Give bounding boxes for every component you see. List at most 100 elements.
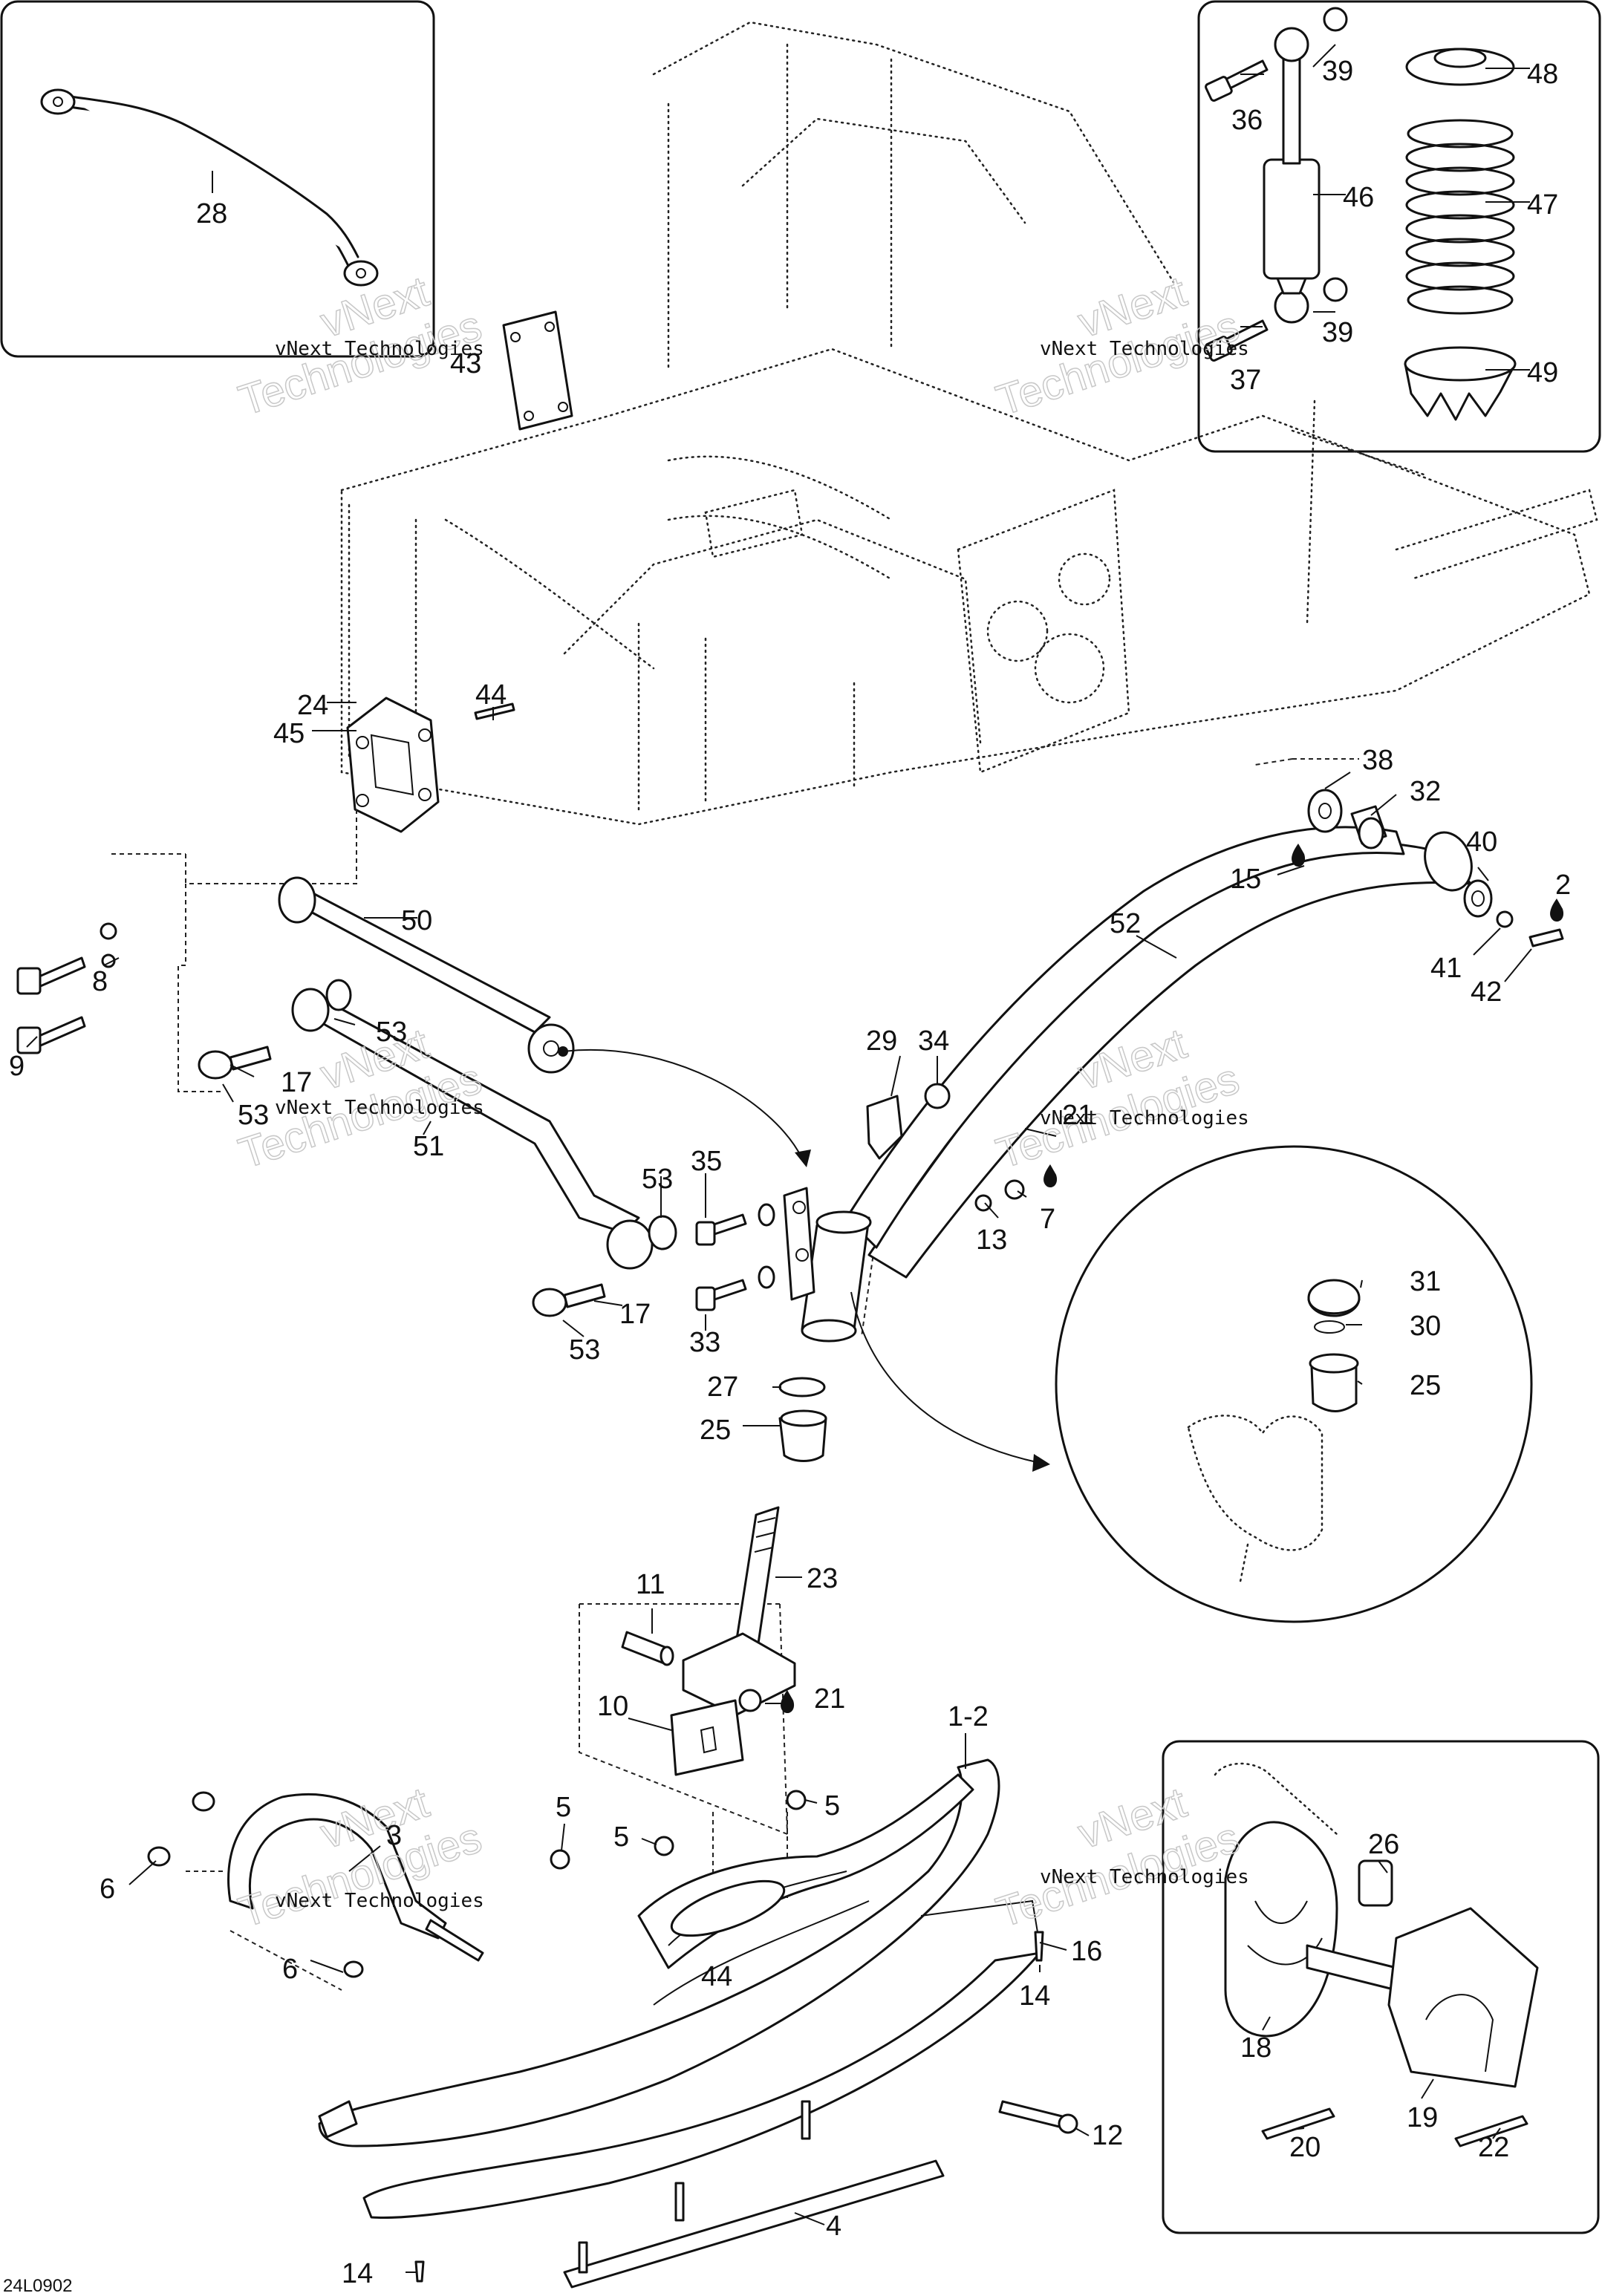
callout-17b: 17 <box>619 1299 651 1330</box>
callout-labels: 28 43 39 36 48 46 47 39 37 49 24 44 45 3… <box>9 56 1571 2289</box>
a-arm-52 <box>783 826 1473 1343</box>
callout-39: 39 <box>1322 56 1353 87</box>
pin-11-block-10 <box>621 1631 744 1776</box>
bushings-53 <box>198 1046 677 1317</box>
connection-arrows <box>558 1046 1050 1472</box>
chassis-frame <box>340 21 1598 826</box>
inset-ski-leg-detail <box>1055 1145 1533 1623</box>
svg-text:vNext Technologies: vNext Technologies <box>1040 1107 1249 1129</box>
bracket-24 <box>346 697 440 833</box>
callout-52: 52 <box>1110 908 1141 939</box>
callout-1-2: 1-2 <box>948 1701 989 1732</box>
svg-text:vNext Technologies: vNext Technologies <box>275 338 484 360</box>
bolts-left <box>16 922 117 1054</box>
assembly-lines <box>111 758 1359 1991</box>
ski-1-2 <box>318 1758 1000 2147</box>
callout-49: 49 <box>1527 357 1558 388</box>
inset-rod-28 <box>0 0 435 358</box>
callout-13: 13 <box>976 1224 1007 1256</box>
svg-text:vNext Technologies: vNext Technologies <box>275 1097 484 1119</box>
callout-29: 29 <box>866 1025 897 1057</box>
spindle-23 <box>682 1377 827 1717</box>
wear-bar-4 <box>563 2100 945 2289</box>
callout-25a: 25 <box>700 1415 731 1446</box>
inset-shock-absorber <box>1197 0 1601 453</box>
callout-45: 45 <box>273 718 305 749</box>
svg-text:vNext Technologies: vNext Technologies <box>275 1890 484 1912</box>
callout-8: 8 <box>92 966 108 997</box>
callout-21a: 21 <box>1062 1100 1093 1131</box>
svg-text:vNext Technologies: vNext Technologies <box>1040 338 1249 360</box>
callout-21b: 21 <box>814 1683 845 1715</box>
callout-28: 28 <box>196 198 227 229</box>
leader-lines <box>26 44 1532 2273</box>
callout-5c: 5 <box>613 1822 629 1853</box>
callout-53c: 53 <box>642 1164 673 1195</box>
callout-27: 27 <box>707 1372 738 1403</box>
callout-14a: 14 <box>1019 1980 1050 2012</box>
callout-44b: 44 <box>701 1961 732 1992</box>
callout-51: 51 <box>413 1131 444 1162</box>
callout-32: 32 <box>1410 776 1441 807</box>
callout-53b: 53 <box>238 1100 269 1131</box>
callout-18: 18 <box>1240 2032 1271 2064</box>
callout-22: 22 <box>1478 2132 1509 2163</box>
callout-42: 42 <box>1471 976 1502 1008</box>
callout-6a: 6 <box>100 1873 115 1905</box>
callout-31: 31 <box>1410 1266 1441 1297</box>
callout-41: 41 <box>1430 953 1462 984</box>
bracket-29 <box>866 1083 951 1160</box>
callout-10: 10 <box>597 1691 628 1722</box>
callout-20: 20 <box>1289 2132 1321 2163</box>
callout-7: 7 <box>1040 1204 1055 1235</box>
callout-19: 19 <box>1407 2102 1438 2133</box>
callout-39b: 39 <box>1322 317 1353 348</box>
callout-44: 44 <box>475 679 507 711</box>
callout-43: 43 <box>450 348 481 379</box>
callout-25b: 25 <box>1410 1370 1441 1401</box>
callout-15: 15 <box>1230 864 1261 895</box>
callout-16: 16 <box>1071 1936 1102 1967</box>
callout-53a: 53 <box>376 1017 407 1048</box>
callout-50: 50 <box>401 905 432 936</box>
callout-17a: 17 <box>281 1067 312 1098</box>
grease-drop-icon <box>781 844 1564 1714</box>
inset-bracket-detail <box>1162 1740 1600 2234</box>
callout-30: 30 <box>1410 1311 1441 1342</box>
callout-11: 11 <box>636 1569 665 1600</box>
callout-47: 47 <box>1527 189 1558 221</box>
callout-35: 35 <box>691 1146 722 1177</box>
callout-6b: 6 <box>282 1954 298 1985</box>
bushings-upper <box>1307 789 1564 948</box>
document-id: 24L0902 <box>3 2276 72 2296</box>
callout-48: 48 <box>1527 59 1558 90</box>
callout-12: 12 <box>1092 2120 1123 2151</box>
callout-26: 26 <box>1368 1829 1399 1860</box>
callout-5a: 5 <box>824 1790 840 1822</box>
callout-34: 34 <box>918 1025 949 1057</box>
bolt-44 <box>474 702 515 720</box>
callout-53d: 53 <box>569 1334 600 1366</box>
callout-33: 33 <box>689 1327 720 1358</box>
radius-rod-50 <box>278 876 575 1074</box>
callout-14b: 14 <box>342 2258 373 2289</box>
svg-text:vNext Technologies: vNext Technologies <box>1040 1866 1249 1888</box>
plate-43 <box>502 310 573 431</box>
callout-9: 9 <box>9 1051 25 1082</box>
callout-23: 23 <box>807 1563 838 1594</box>
callout-3: 3 <box>386 1820 402 1851</box>
hardware-lower <box>414 1790 1078 2283</box>
callout-37: 37 <box>1230 365 1261 396</box>
radius-rod-51 <box>291 979 654 1270</box>
handle-3 <box>147 1791 484 1978</box>
callout-4: 4 <box>826 2211 841 2242</box>
callout-38: 38 <box>1362 745 1393 776</box>
bolts-35-33 <box>695 1179 1025 1311</box>
callout-40: 40 <box>1466 826 1497 858</box>
callout-5b: 5 <box>556 1792 571 1823</box>
callout-24: 24 <box>297 690 328 721</box>
callout-46: 46 <box>1343 182 1374 213</box>
callout-2: 2 <box>1555 870 1571 901</box>
callout-36: 36 <box>1231 105 1263 136</box>
